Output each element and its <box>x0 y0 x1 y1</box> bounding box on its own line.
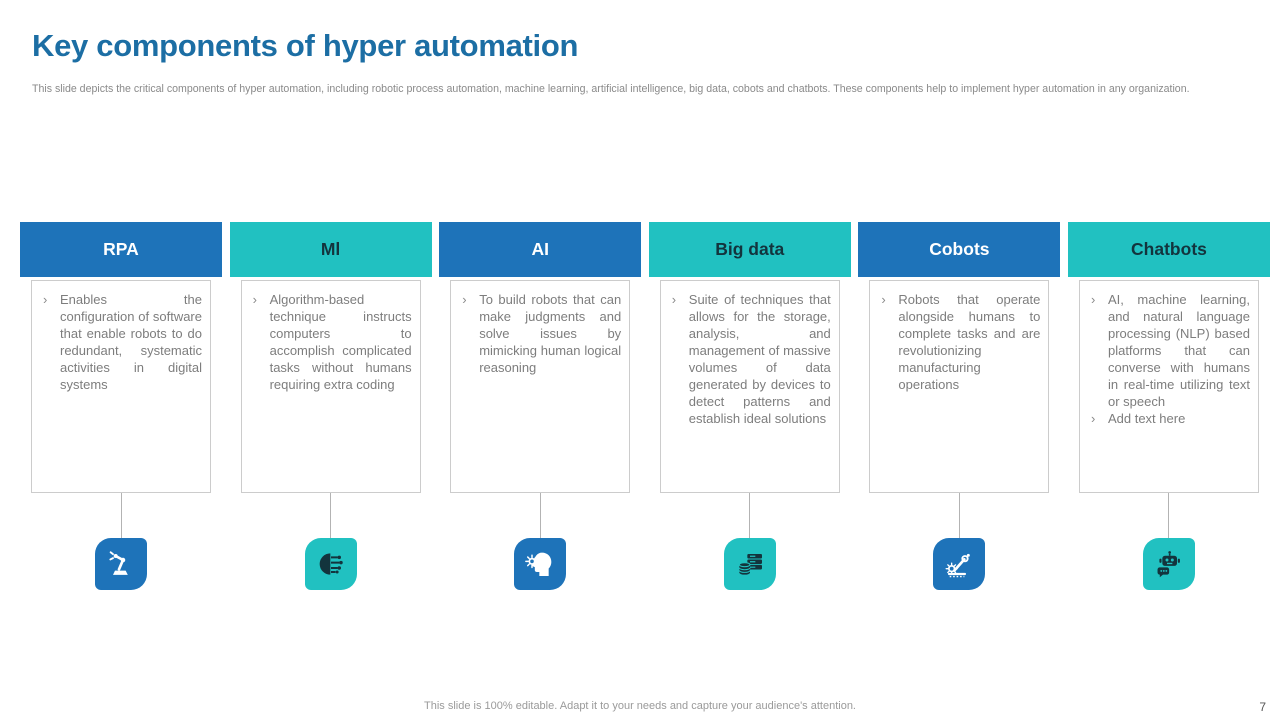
bullet-list: › Algorithm-based technique instructs co… <box>250 291 412 393</box>
description-box: › AI, machine learning, and natural lang… <box>1078 280 1259 493</box>
column-title: Ml <box>320 239 341 259</box>
description-box: › Algorithm-based technique instructs co… <box>240 280 421 493</box>
column-rpa: RPA › Enables the configuration of softw… <box>20 222 222 590</box>
bullet-item: › Add text here <box>1088 410 1250 427</box>
connector-line <box>330 493 332 538</box>
bullet-item: › To build robots that can make judgment… <box>459 291 621 376</box>
column-title: RPA <box>103 239 139 259</box>
bullet-marker: › <box>1090 292 1096 307</box>
icon-tile <box>514 538 567 590</box>
column-header: Chatbots <box>1067 222 1270 277</box>
bullet-list: › Suite of techniques that allows for th… <box>669 291 831 427</box>
icon-tile <box>304 538 357 590</box>
column-big-data: Big data › Suite of techniques that allo… <box>648 222 851 590</box>
robot-arm-gear-icon <box>943 548 975 580</box>
bullet-marker: › <box>43 292 48 307</box>
bullet-list: › To build robots that can make judgment… <box>459 291 621 376</box>
description-box: › To build robots that can make judgment… <box>450 280 631 493</box>
connector-line <box>539 493 541 538</box>
column-title: Big data <box>715 239 785 259</box>
column-header: AI <box>439 222 642 277</box>
page-title: Key components of hyper automation <box>32 28 579 63</box>
bullet-item: › Enables the configuration of software … <box>40 291 202 393</box>
bullet-item: › Algorithm-based technique instructs co… <box>250 291 412 393</box>
bullet-marker: › <box>462 292 467 307</box>
head-gear-icon <box>524 548 556 580</box>
bullet-item: › AI, machine learning, and natural lang… <box>1088 291 1250 410</box>
connector-line <box>120 493 122 538</box>
column-ai: AI › To build robots that can make judgm… <box>439 222 642 590</box>
column-title: Cobots <box>929 239 990 259</box>
bullet-item: › Suite of techniques that allows for th… <box>669 291 831 427</box>
connector-line <box>749 493 751 538</box>
components-row: RPA › Enables the configuration of softw… <box>20 222 1270 590</box>
bullet-text: Suite of techniques that allows for the … <box>688 292 831 426</box>
description-box: › Enables the configuration of software … <box>31 280 211 493</box>
bullet-marker: › <box>881 292 886 307</box>
description-box: › Suite of techniques that allows for th… <box>659 280 840 493</box>
connector-line <box>1168 493 1170 538</box>
bullet-text: Robots that operate alongside humans to … <box>898 292 1041 392</box>
icon-tile <box>933 538 986 590</box>
column-header: Ml <box>229 222 432 277</box>
page-number: 7 <box>1259 700 1266 714</box>
bullet-text: Algorithm-based technique instructs comp… <box>269 292 412 392</box>
icon-tile <box>1142 538 1195 590</box>
bullet-text: Add text here <box>1107 411 1186 426</box>
column-title: Chatbots <box>1131 239 1207 259</box>
bullet-text: To build robots that can make judgments … <box>479 292 622 375</box>
column-ml: Ml › Algorithm-based technique instructs… <box>229 222 432 590</box>
icon-tile <box>723 538 776 590</box>
slide-subtitle: This slide depicts the critical componen… <box>32 83 1190 95</box>
bullet-list: › Robots that operate alongside humans t… <box>878 291 1040 393</box>
column-header: Big data <box>648 222 851 277</box>
bullet-text: AI, machine learning, and natural langua… <box>1107 292 1250 409</box>
footer-note: This slide is 100% editable. Adapt it to… <box>424 700 856 712</box>
bullet-text: Enables the configuration of software th… <box>60 292 202 392</box>
icon-tile <box>95 538 147 590</box>
bullet-marker: › <box>1090 411 1096 426</box>
bullet-item: › Robots that operate alongside humans t… <box>878 291 1040 393</box>
column-title: AI <box>531 239 549 259</box>
database-stack-icon <box>734 548 766 580</box>
chatbot-icon <box>1153 548 1185 580</box>
column-header: Cobots <box>858 222 1061 277</box>
bullet-marker: › <box>252 292 257 307</box>
column-chatbots: Chatbots › AI, machine learning, and nat… <box>1067 222 1270 590</box>
connector-line <box>958 493 960 538</box>
description-box: › Robots that operate alongside humans t… <box>869 280 1050 493</box>
bullet-list: › AI, machine learning, and natural lang… <box>1088 291 1250 427</box>
robot-arm-icon <box>105 548 137 580</box>
column-header: RPA <box>20 222 222 277</box>
bullet-marker: › <box>671 292 677 307</box>
column-cobots: Cobots › Robots that operate alongside h… <box>858 222 1061 590</box>
brain-circuit-icon <box>315 548 347 580</box>
bullet-list: › Enables the configuration of software … <box>40 291 202 393</box>
